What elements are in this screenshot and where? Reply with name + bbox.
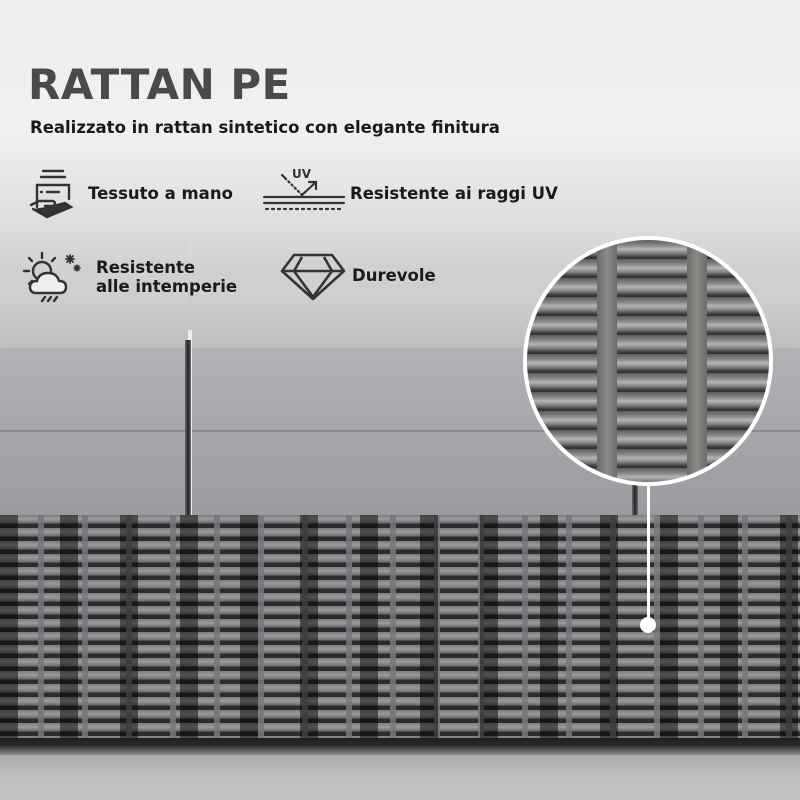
page-subtitle: Realizzato in rattan sintetico con elega… bbox=[30, 118, 500, 137]
feature-label: Durevole bbox=[352, 265, 436, 285]
svg-text:UV: UV bbox=[292, 167, 312, 181]
feature-durable: Durevole bbox=[278, 248, 436, 302]
diamond-icon bbox=[278, 248, 348, 302]
base-shadow bbox=[0, 738, 800, 756]
callout-dot bbox=[640, 617, 656, 633]
callout-line bbox=[647, 486, 650, 626]
feature-label: Tessuto a mano bbox=[88, 183, 233, 203]
rattan-zoom-lens bbox=[523, 236, 773, 486]
feature-label: Resistente alle intemperie bbox=[96, 258, 238, 296]
feature-uv-resistant: UV Resistente ai raggi UV bbox=[262, 166, 558, 220]
uv-protection-icon: UV bbox=[262, 166, 346, 220]
weather-icon bbox=[20, 250, 92, 304]
feature-handwoven: Tessuto a mano bbox=[26, 166, 233, 220]
page-title: RATTAN PE bbox=[28, 60, 291, 109]
floor bbox=[0, 755, 800, 800]
feature-label: Resistente ai raggi UV bbox=[350, 183, 558, 203]
feature-weather-resistant: Resistente alle intemperie bbox=[20, 250, 237, 304]
seat-cushion-left bbox=[0, 348, 186, 518]
cushion-seam bbox=[185, 340, 191, 520]
hand-fabric-icon bbox=[26, 166, 84, 220]
cushion-seam bbox=[632, 470, 638, 520]
wicker-base bbox=[0, 515, 800, 740]
